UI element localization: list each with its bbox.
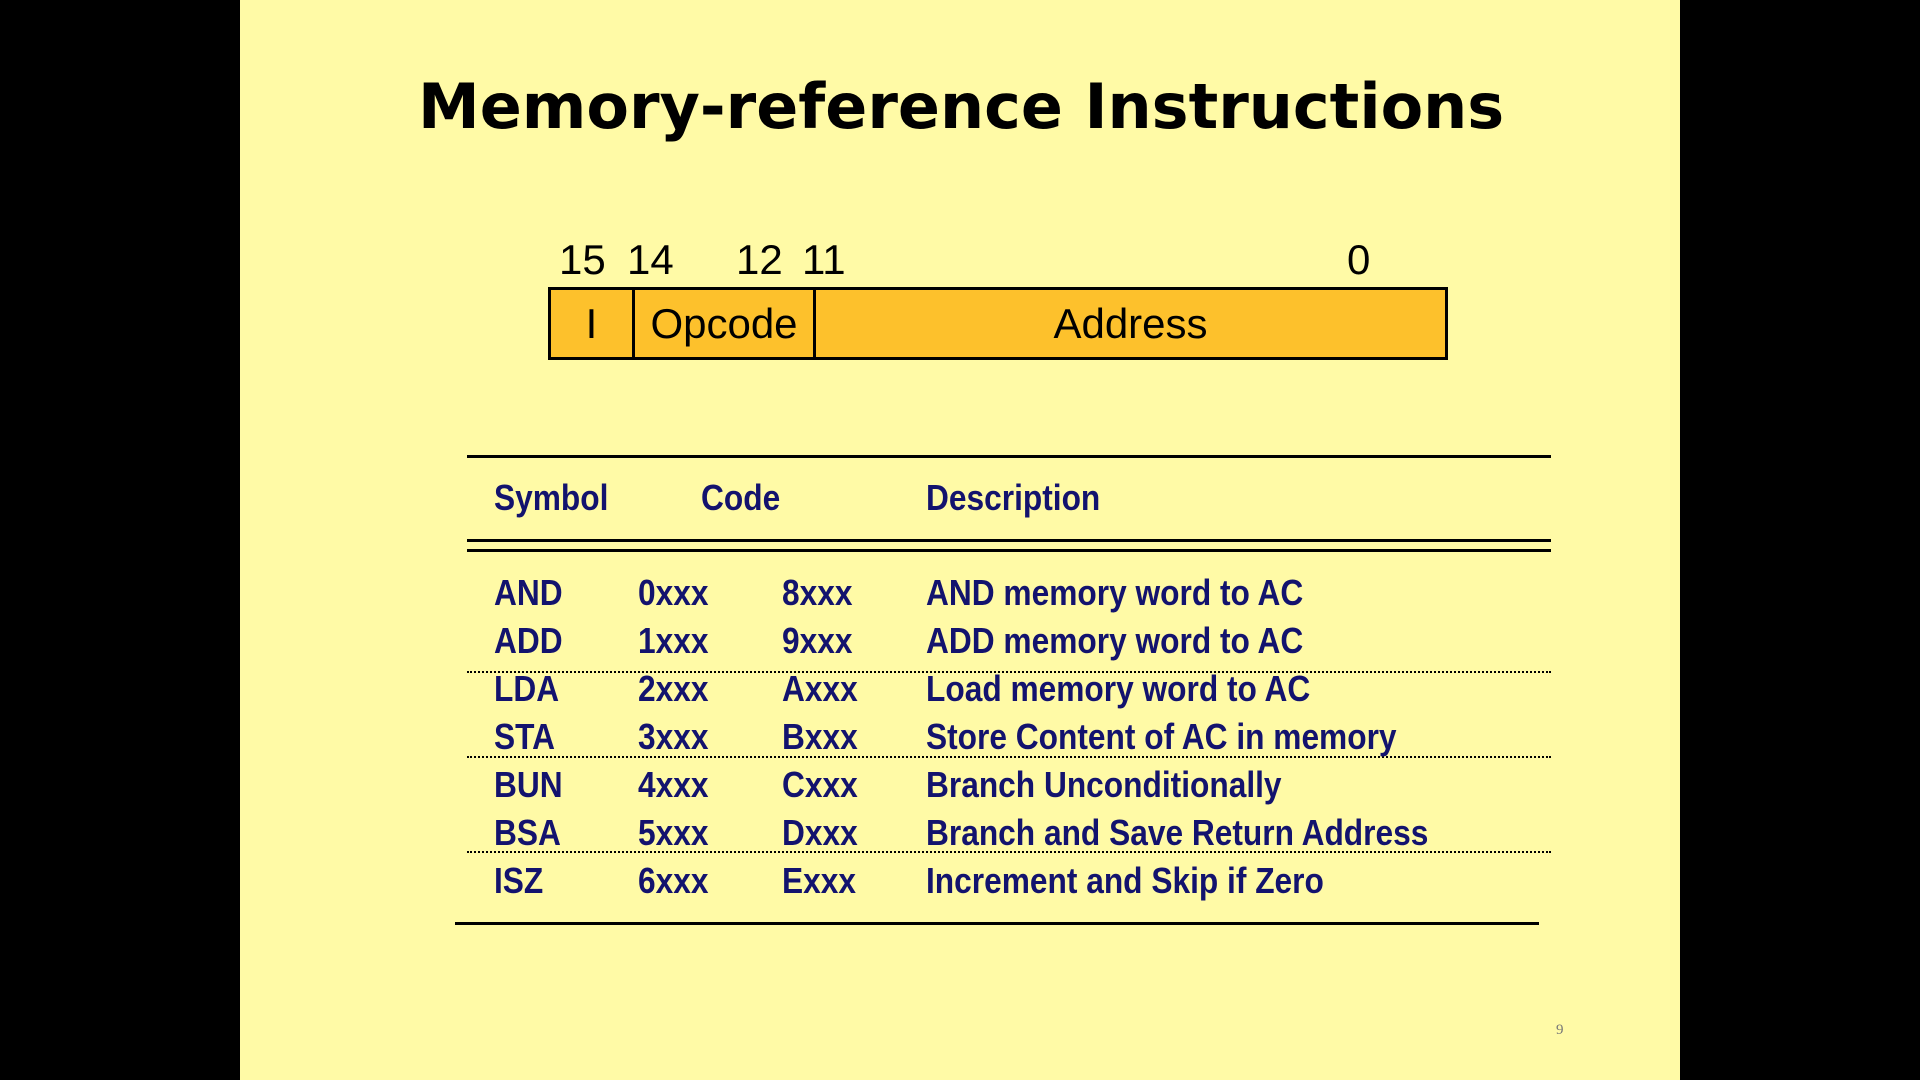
- row-description: ADD memory word to AC: [926, 620, 1304, 661]
- header-double-rule-top: [467, 539, 1551, 542]
- row-code-direct: 4xxx: [638, 764, 709, 805]
- row-code-indirect: Axxx: [782, 668, 858, 709]
- row-code-indirect: Cxxx: [782, 764, 858, 805]
- row-code-direct: 1xxx: [638, 620, 709, 661]
- table-top-rule: [467, 455, 1551, 458]
- row-description: Increment and Skip if Zero: [926, 860, 1324, 901]
- header-code: Code: [701, 477, 781, 518]
- address-field: Address: [1053, 299, 1208, 347]
- row-group-divider: [467, 851, 1551, 853]
- row-symbol: STA: [494, 716, 556, 757]
- row-group-divider: [467, 756, 1551, 758]
- bit-label-14: 14: [627, 236, 674, 283]
- row-description: Store Content of AC in memory: [926, 716, 1397, 757]
- row-code-indirect: Bxxx: [782, 716, 858, 757]
- row-code-direct: 3xxx: [638, 716, 709, 757]
- row-description: Load memory word to AC: [926, 668, 1311, 709]
- row-symbol: AND: [494, 572, 563, 613]
- row-code-direct: 0xxx: [638, 572, 709, 613]
- bit-label-11: 11: [802, 236, 846, 283]
- row-symbol: BUN: [494, 764, 563, 805]
- row-symbol: ISZ: [494, 860, 544, 901]
- indirect-bit-field: I: [551, 290, 635, 357]
- row-symbol: ADD: [494, 620, 563, 661]
- opcode-field: Opcode: [635, 290, 816, 357]
- row-symbol: LDA: [494, 668, 560, 709]
- row-code-direct: 5xxx: [638, 812, 709, 853]
- header-description: Description: [926, 477, 1101, 518]
- row-code-direct: 6xxx: [638, 860, 709, 901]
- row-description: Branch Unconditionally: [926, 764, 1282, 805]
- row-description: Branch and Save Return Address: [926, 812, 1429, 853]
- slide: Memory-reference Instructions 15 14 12 1…: [240, 0, 1680, 1080]
- row-code-indirect: Dxxx: [782, 812, 858, 853]
- header-symbol: Symbol: [494, 477, 609, 518]
- header-double-rule-bottom: [467, 549, 1551, 552]
- bit-label-15: 15: [559, 236, 606, 283]
- row-code-indirect: 8xxx: [782, 572, 853, 613]
- row-symbol: BSA: [494, 812, 561, 853]
- instruction-format-box: I Opcode Address: [548, 287, 1448, 360]
- bit-label-12: 12: [736, 236, 783, 283]
- row-description: AND memory word to AC: [926, 572, 1304, 613]
- table-bottom-rule: [455, 922, 1539, 925]
- bit-label-0: 0: [1347, 236, 1371, 283]
- row-group-divider: [467, 671, 1551, 673]
- page-number: 9: [1556, 1022, 1564, 1038]
- row-code-indirect: Exxx: [782, 860, 856, 901]
- slide-title: Memory-reference Instructions: [418, 70, 1505, 143]
- row-code-direct: 2xxx: [638, 668, 709, 709]
- row-code-indirect: 9xxx: [782, 620, 853, 661]
